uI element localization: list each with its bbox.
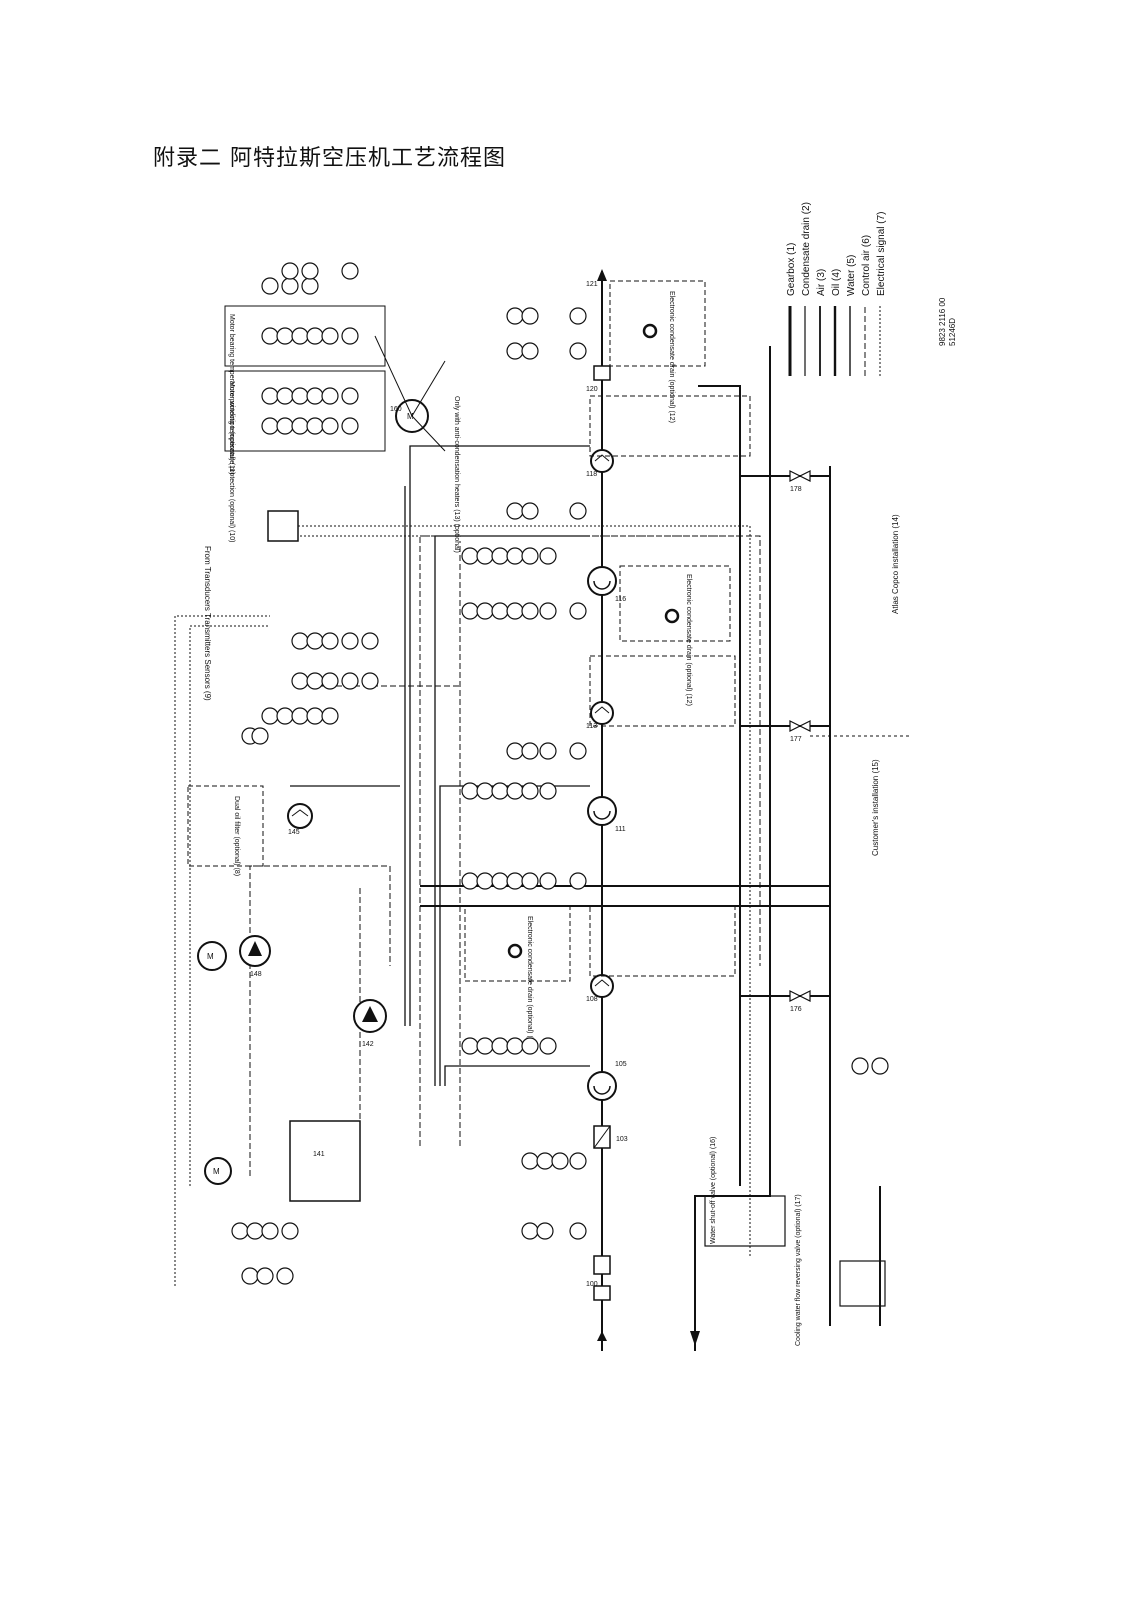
dual-oil-filter-box [187,785,264,867]
cooler-3-label: 118 [586,471,597,478]
drawing-number: 9823 2116 00 [938,297,947,346]
instrument-balloons [231,262,889,1285]
inlet-filter-label: 100 [586,1281,598,1288]
legend-item-control-air: Control air (6) [861,235,872,296]
flow-reversing-label: Cooling water flow reversing valve (opti… [795,1194,802,1346]
valve-178-label: 178 [790,486,802,493]
silencer [593,1285,611,1301]
inlet-valve-label: 103 [616,1136,628,1143]
oil-pump-main-label: 142 [362,1041,374,1048]
cooler-2-label: 113 [586,723,597,730]
oil-cooler-label: 145 [288,829,300,836]
oil-pump-aux: M 148 [197,935,271,978]
drain-3-label: Electronic condensate drain (optional) (… [668,291,675,423]
drain-box-3: Electronic condensate drain (optional) (… [609,280,706,423]
drain-2-label: Electronic condensate drain (optional) (… [685,574,692,706]
stage-3: 116 [587,566,626,603]
legend-item-condensate: Condensate drain (2) [801,202,812,296]
motor-winding-label: Motor winding temperature protection (op… [228,381,235,542]
anti-condensation-note: Only with anti-condensation heaters (13)… [453,396,460,553]
valve-177-label: 177 [790,736,802,743]
oil-cooler: 145 [287,803,313,836]
motor-label: 160 [390,406,402,413]
svg-text:M: M [407,412,414,421]
air-outlet-arrow [597,269,607,281]
stage-1-label: 105 [615,1061,627,1068]
check-valve [593,365,611,381]
drain-box-2: Electronic condensate drain (optional) (… [619,565,731,706]
motor-bearing-box [224,305,386,367]
motor-bearing-label: Motor bearing temperature protection (op… [228,314,235,475]
diagram-canvas: Gearbox (1) Condensate drain (2) Air (3)… [174,202,957,1351]
cooler-2: 113 [586,701,614,730]
stage-2-label: 111 [615,826,626,833]
oil-tank-label: 141 [313,1151,325,1158]
cooler-1-label: 108 [586,996,598,1003]
water-shutoff-label: Water shut-off valve (optional) (16) [710,1137,717,1244]
water-lines [420,346,881,1351]
svg-text:M: M [213,1167,220,1176]
cooler-3: 118 [586,449,614,478]
air-inlet-arrow [597,1331,607,1341]
water-shutoff-box [704,1195,786,1247]
stage-1: 105 [587,1061,627,1101]
cooler-1: 108 [586,974,614,1003]
legend-item-air: Air (3) [816,269,827,296]
svg-text:M: M [207,952,214,961]
legend-item-gearbox: Gearbox (1) [786,243,797,296]
water-out-arrow [690,1331,700,1346]
dual-oil-filter-label: Dual oil filter (optional) (8) [233,796,240,876]
legend: Gearbox (1) Condensate drain (2) Air (3)… [786,202,957,376]
electrical-lines [174,525,751,1286]
drain-group-1 [589,905,736,977]
drain-box-1: Electronic condensate drain (optional) (… [464,905,571,1048]
legend-item-electrical: Electrical signal (7) [876,212,887,296]
valve-176-label: 176 [790,1006,802,1013]
transducer-box [267,510,299,542]
atlas-copco-note: Atlas Copco installation (14) [891,514,900,614]
stage-2: 111 [587,796,626,833]
inlet-valve-slash [593,1125,611,1149]
motor: M 160 [374,335,446,452]
drain-group-3 [589,395,751,457]
oil-pump-main: 142 [353,999,387,1048]
flow-reversing-box [839,1260,886,1307]
customer-note: Customer's installation (15) [871,759,880,856]
drain-1-label: Electronic condensate drain (optional) (… [526,916,533,1048]
transducers-label: From Transducers Transmitters Sensors (9… [203,546,212,701]
outlet-label: 121 [586,281,598,288]
oil-lines [290,445,590,1086]
legend-item-oil: Oil (4) [831,269,842,296]
control-air-lines [249,535,761,1176]
legend-item-water: Water (5) [846,255,857,296]
stage-3-label: 116 [615,596,626,603]
motor-winding-box [224,370,386,452]
drain-group-2 [589,655,736,727]
oil-pump-aux-label: 148 [250,971,262,978]
page-title: 附录二 阿特拉斯空压机工艺流程图 [153,146,506,171]
water-valves [789,470,811,1002]
ref-code: 51246D [948,318,957,346]
flow-diagram: Gearbox (1) Condensate drain (2) Air (3)… [150,186,975,1356]
check-valve-label: 120 [586,386,598,393]
inlet-filter [593,1255,611,1275]
oil-tank: 141 M [204,1120,361,1202]
